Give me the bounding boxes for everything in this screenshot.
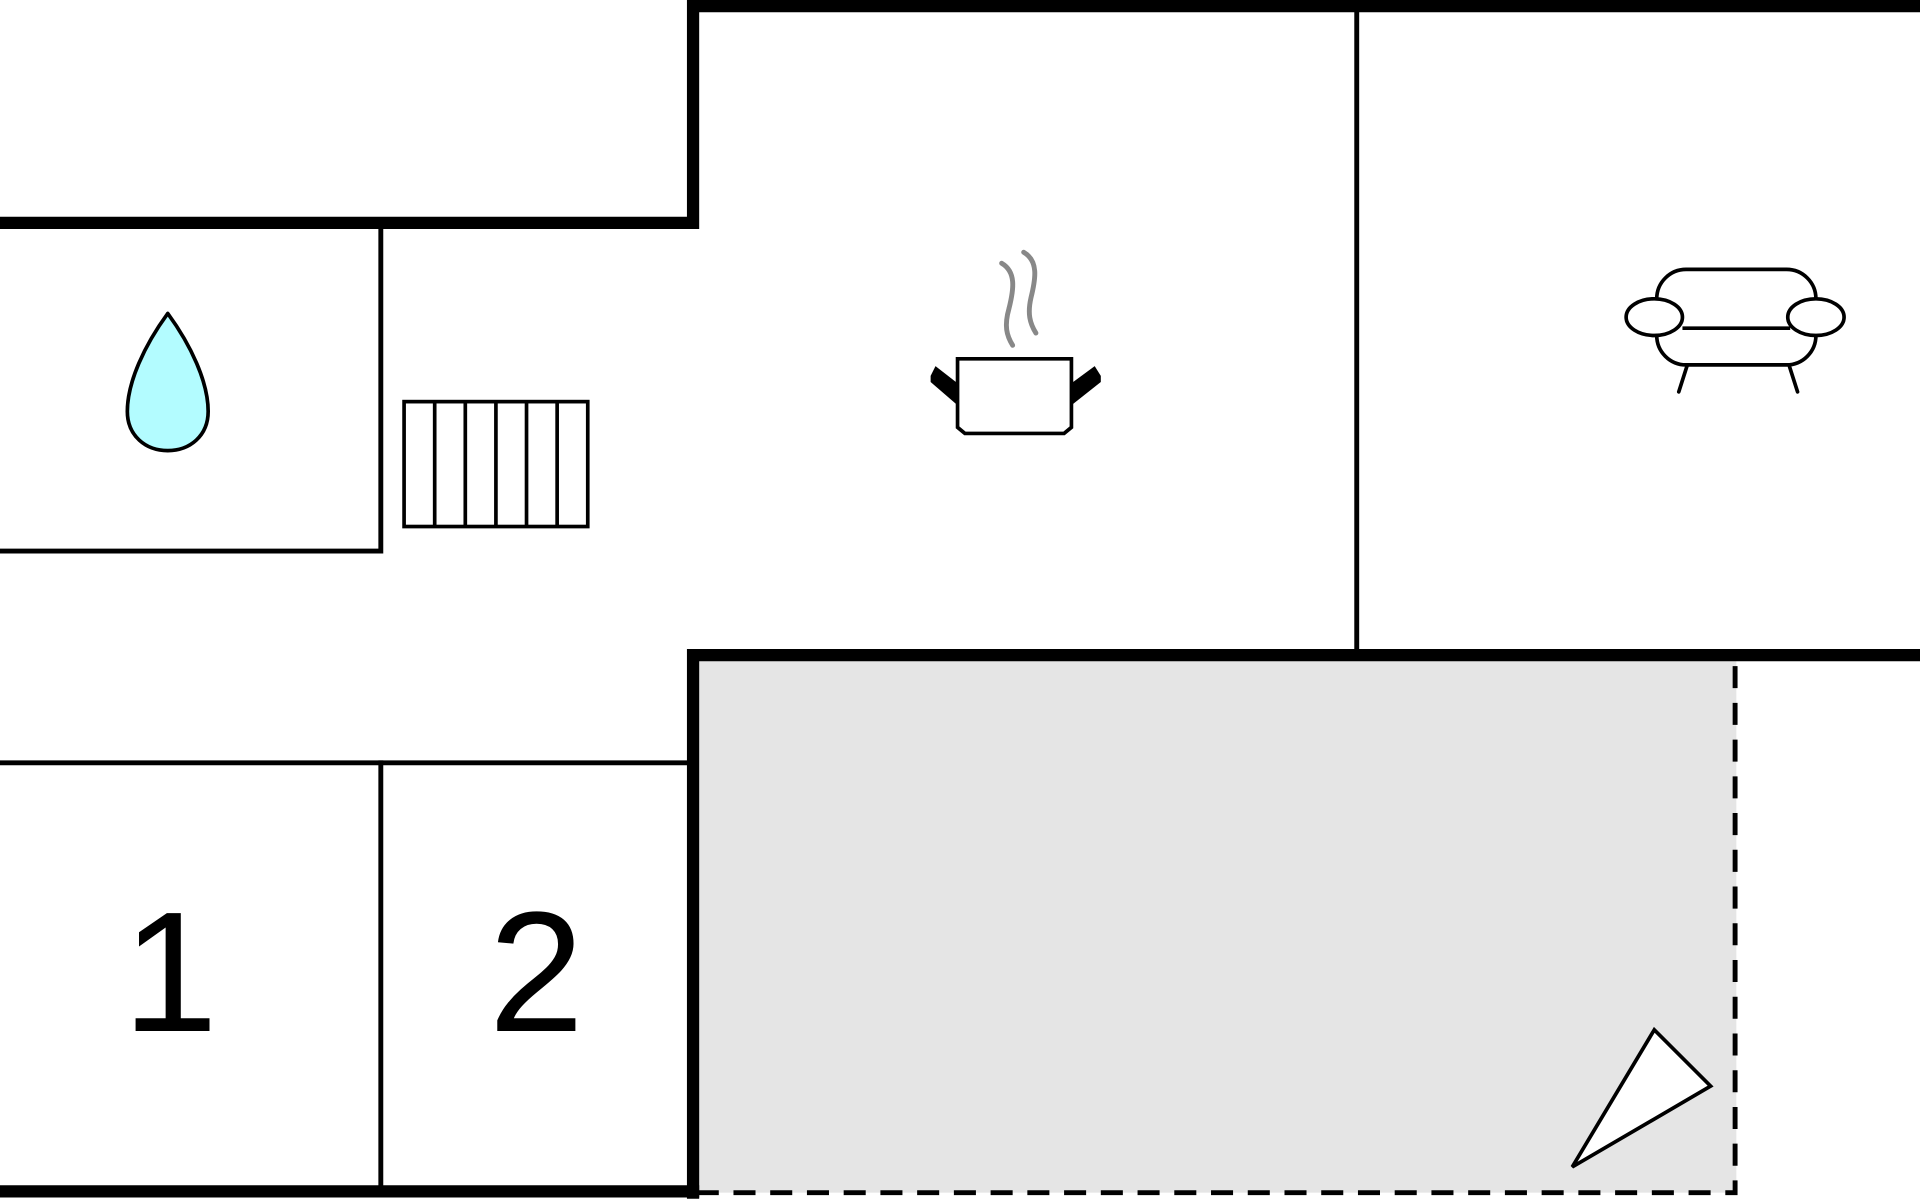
wall-upper-outline (0, 0, 1920, 229)
water-drop-icon (125, 311, 210, 453)
bedroom-1-number: 1 (123, 877, 218, 1068)
bedroom-2: 2 (489, 877, 584, 1068)
steam-icon (1021, 249, 1039, 336)
compass-arrow-icon (1570, 1026, 1714, 1169)
bathroom (125, 311, 210, 453)
sofa-armrest-left (1624, 296, 1685, 338)
bedroom-2-number: 2 (489, 877, 584, 1068)
stairs-icon (402, 399, 590, 529)
bedroom-1: 1 (123, 877, 218, 1068)
steam-icon (999, 260, 1016, 348)
sofa-armrest-right (1785, 296, 1846, 338)
living-room (1624, 267, 1846, 394)
terrace-fill (693, 658, 1737, 1193)
cooking-pot-icon (930, 249, 1101, 436)
pot-handle-right (1071, 366, 1101, 406)
pot-body (955, 356, 1074, 436)
terrace (693, 658, 1738, 1196)
hallway (402, 399, 590, 529)
wall-bathroom (0, 225, 384, 554)
sofa-icon (1624, 267, 1846, 394)
kitchen (930, 249, 1101, 436)
wall-terrace-edge (686, 648, 1920, 1199)
terrace-dashed-boundary (697, 666, 1738, 1196)
pot-handle-left (930, 366, 958, 406)
